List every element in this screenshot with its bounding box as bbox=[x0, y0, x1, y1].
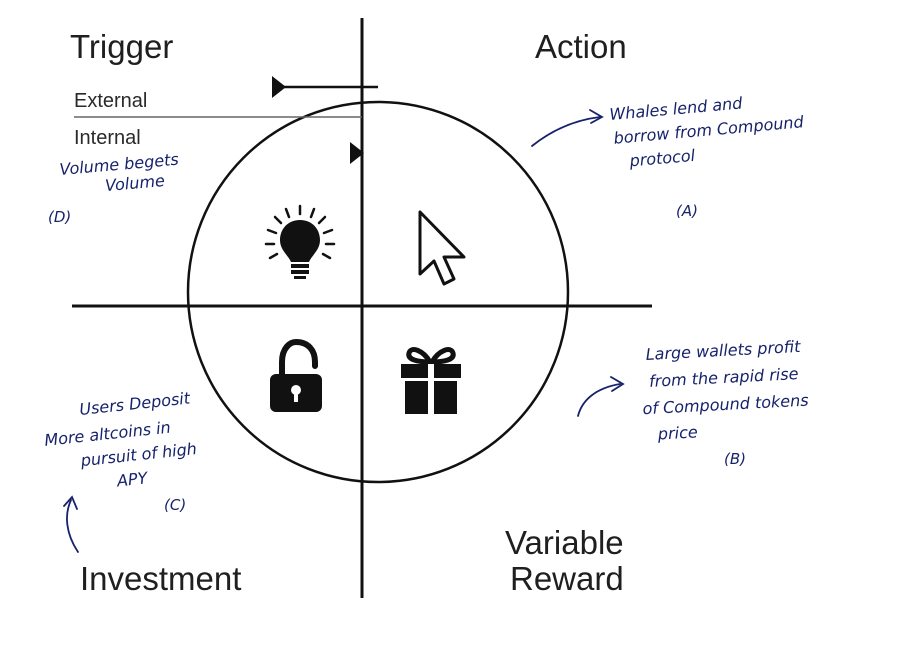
annotation-b-line-2: from the rapid rise bbox=[649, 364, 799, 391]
action-label: Action bbox=[535, 28, 627, 65]
annotation-b-line-3: of Compound tokens bbox=[642, 391, 809, 419]
annotation-c-marker: (C) bbox=[164, 496, 186, 514]
variable-label: Variable bbox=[505, 524, 624, 561]
annotation-c: Users Deposit More altcoins in pursuit o… bbox=[43, 388, 197, 490]
annotation-a-arrow bbox=[531, 116, 601, 147]
annotation-b: Large wallets profit from the rapid rise… bbox=[642, 337, 809, 444]
annotation-a-arrowhead bbox=[589, 109, 604, 124]
annotation-a-line-3: protocol bbox=[628, 146, 697, 171]
annotation-a: Whales lend and borrow from Compound pro… bbox=[609, 93, 806, 171]
lightbulb-icon bbox=[264, 204, 336, 279]
reward-label: Reward bbox=[510, 560, 624, 597]
annotation-c-arrow bbox=[66, 499, 79, 553]
gift-icon bbox=[401, 347, 461, 414]
annotation-c-line-1: Users Deposit bbox=[78, 388, 191, 419]
cursor-icon bbox=[418, 210, 466, 286]
external-label: External bbox=[74, 90, 147, 112]
annotation-a-marker: (A) bbox=[676, 202, 698, 220]
annotation-b-line-4: price bbox=[656, 422, 698, 443]
annotation-b-arrow bbox=[577, 383, 621, 417]
annotation-d-marker: (D) bbox=[48, 208, 71, 226]
cycle-circle bbox=[186, 100, 570, 484]
investment-label: Investment bbox=[80, 560, 241, 597]
annotation-c-arrowhead bbox=[63, 495, 78, 510]
internal-label: Internal bbox=[74, 127, 141, 149]
external-arrowhead bbox=[272, 76, 286, 98]
annotation-b-line-1: Large wallets profit bbox=[645, 337, 801, 364]
annotation-d-line-2: Volume bbox=[104, 171, 165, 195]
internal-arrowhead bbox=[350, 142, 364, 164]
annotation-d: Volume begets Volume bbox=[59, 150, 180, 195]
annotation-b-marker: (B) bbox=[724, 450, 746, 468]
annotation-b-arrowhead bbox=[610, 376, 625, 392]
trigger-label: Trigger bbox=[70, 28, 173, 65]
padlock-icon bbox=[270, 338, 322, 412]
annotation-c-line-4: APY bbox=[115, 468, 149, 490]
